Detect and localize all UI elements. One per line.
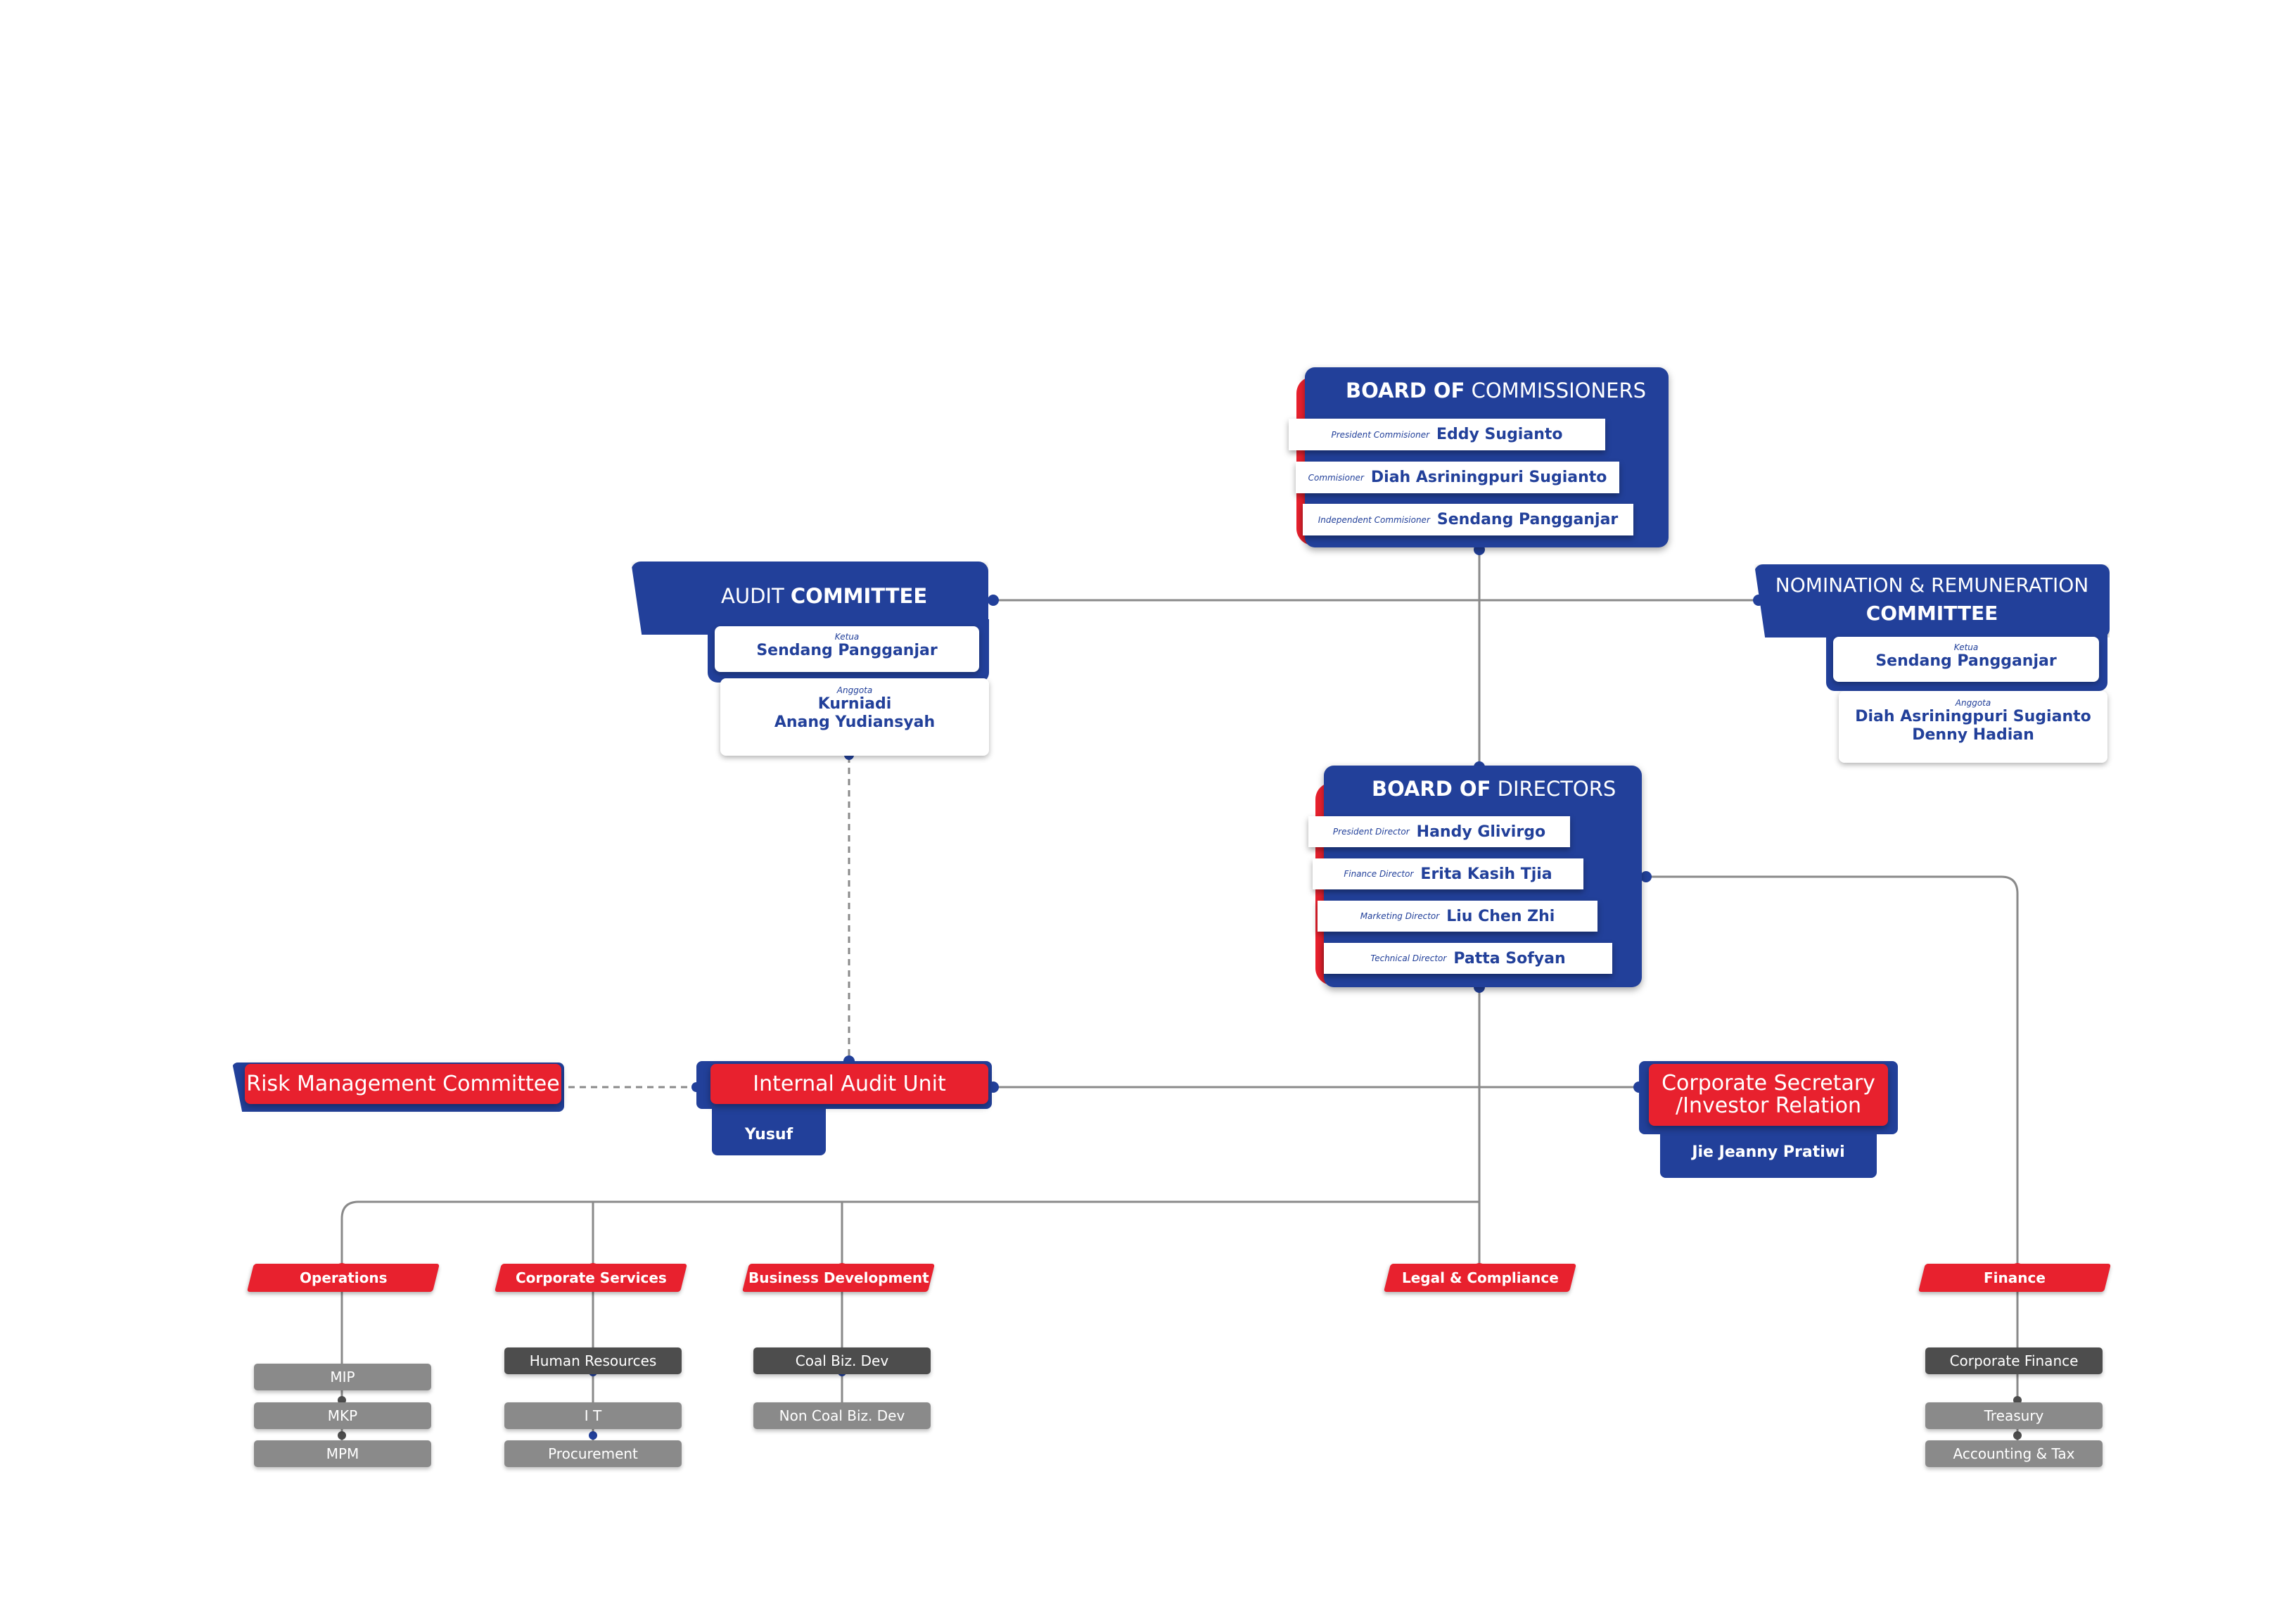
risk-management-title: Risk Management Committee [246,1072,560,1096]
connector-dot [1640,871,1652,882]
connector-dot [988,595,999,606]
corporate-secretary-box: Corporate Secretary /Investor Relation [1649,1064,1888,1126]
department-bus-line [340,1200,1479,1270]
subunit-mkp: MKP [254,1402,431,1429]
audit-committee-chair-card: Ketua Sendang Pangganjar [715,626,979,672]
boc-title: BOARD OF COMMISSIONERS [1346,379,1647,402]
department-corporate-services: Corporate Services [495,1264,687,1292]
bod-title: BOARD OF DIRECTORS [1372,777,1616,801]
connector-dot [589,1431,597,1440]
corporate-secretary-head-box: Jie Jeanny Pratiwi [1660,1126,1877,1178]
department-legal-compliance: Legal & Compliance [1384,1264,1576,1292]
department-business-development: Business Development [742,1264,935,1292]
department-operations: Operations [247,1264,440,1292]
audit-committee-title: AUDIT COMMITTEE [721,584,928,608]
subunit-procurement: Procurement [504,1440,682,1467]
nomination-committee-members-card: Anggota Diah Asriningpuri Sugianto Denny… [1839,691,2107,763]
subunit-corporate-finance: Corporate Finance [1925,1347,2103,1374]
subunit-coal-biz-dev: Coal Biz. Dev [753,1347,931,1374]
corporate-secretary-title-line1: Corporate Secretary [1662,1071,1875,1096]
internal-audit-head-box: Yusuf [712,1105,826,1155]
internal-audit-unit-box: Internal Audit Unit [710,1064,988,1104]
subunit-mip: MIP [254,1364,431,1390]
bod-to-finance-line [1646,875,2019,1270]
subunit-mpm: MPM [254,1440,431,1467]
subunit-it: I T [504,1402,682,1429]
subunit-non-coal-biz-dev: Non Coal Biz. Dev [753,1402,931,1429]
connector-dot [2013,1431,2022,1440]
department-finance: Finance [1918,1264,2111,1292]
connector-dot [338,1431,346,1440]
subunit-accounting-tax: Accounting & Tax [1925,1440,2103,1467]
subunit-treasury: Treasury [1925,1402,2103,1429]
risk-management-committee-box: Risk Management Committee [245,1064,561,1104]
audit-committee-members-card: Anggota Kurniadi Anang Yudiansyah [720,678,989,756]
nomination-committee-chair-card: Ketua Sendang Pangganjar [1833,637,2099,682]
subunit-human-resources: Human Resources [504,1347,682,1374]
corporate-secretary-head: Jie Jeanny Pratiwi [1692,1143,1845,1161]
internal-audit-head: Yusuf [744,1125,793,1143]
corporate-secretary-title-line2: /Investor Relation [1676,1093,1861,1118]
internal-audit-title: Internal Audit Unit [753,1072,946,1096]
